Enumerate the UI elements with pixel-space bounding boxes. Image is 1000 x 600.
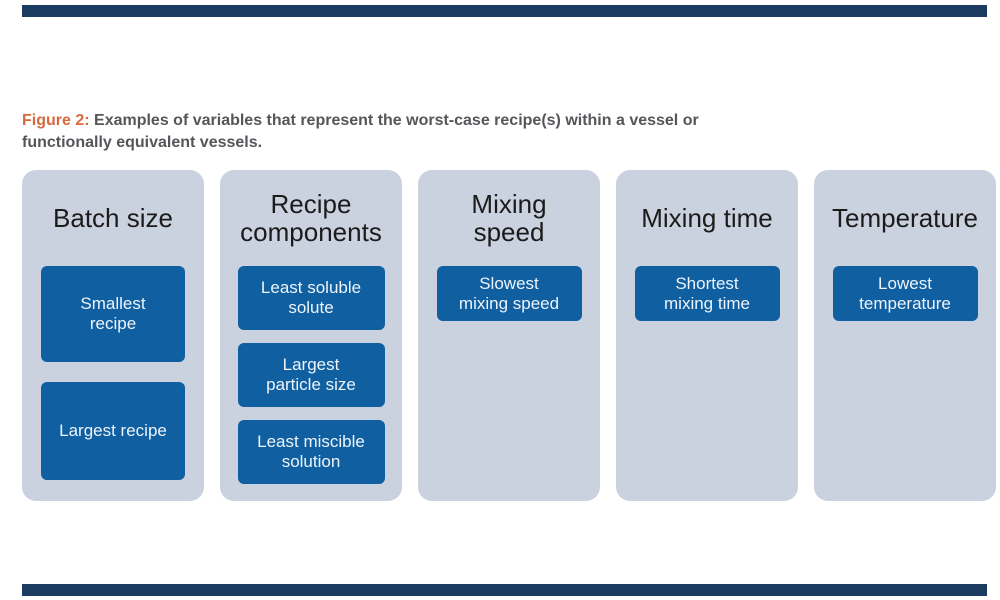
column-temperature: Temperature Lowest temperature <box>814 170 996 501</box>
variable-box-smallest-recipe: Smallest recipe <box>41 266 185 362</box>
top-rule <box>22 5 987 17</box>
column-title: Recipe components <box>240 189 382 247</box>
column-title: Mixing time <box>641 203 773 233</box>
column-title: Temperature <box>832 203 978 233</box>
column-title: Mixing speed <box>471 189 547 247</box>
variable-box-largest-particle-size: Largest particle size <box>237 343 385 407</box>
variable-box-lowest-temperature: Lowest temperature <box>832 266 978 321</box>
figure-caption-label: Figure 2: <box>22 112 90 129</box>
figure-caption-text: Examples of variables that represent the… <box>22 112 699 151</box>
column-mixing-speed: Mixing speed Slowest mixing speed <box>418 170 600 501</box>
variable-box-shortest-mixing-time: Shortest mixing time <box>634 266 780 321</box>
variable-box-largest-recipe: Largest recipe <box>41 382 185 480</box>
variables-diagram: Batch size Smallest recipe Largest recip… <box>22 170 1000 501</box>
variable-box-slowest-mixing-speed: Slowest mixing speed <box>436 266 582 321</box>
column-mixing-time: Mixing time Shortest mixing time <box>616 170 798 501</box>
column-title: Batch size <box>53 203 173 233</box>
bottom-rule <box>22 584 987 596</box>
column-recipe-components: Recipe components Least soluble solute L… <box>220 170 402 501</box>
variable-box-least-miscible-solution: Least miscible solution <box>237 420 385 484</box>
figure-caption: Figure 2: Examples of variables that rep… <box>22 110 922 154</box>
column-batch-size: Batch size Smallest recipe Largest recip… <box>22 170 204 501</box>
variable-box-least-soluble-solute: Least soluble solute <box>237 266 385 330</box>
